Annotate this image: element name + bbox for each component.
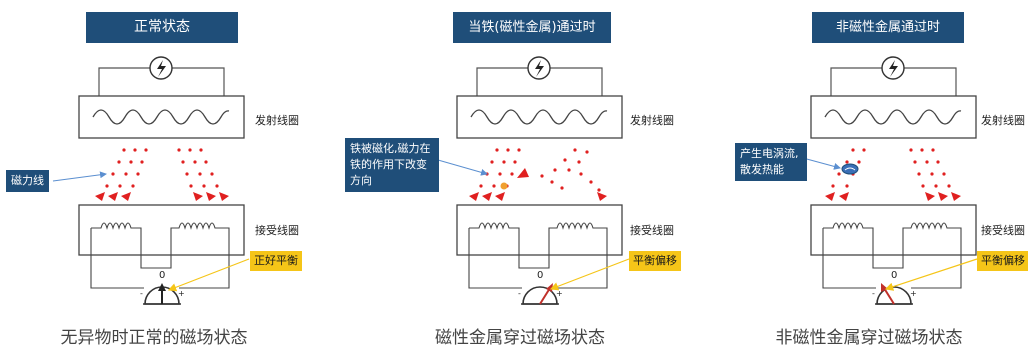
meter-minus-mark: - [518, 289, 521, 298]
meter-status-badge: 平衡偏移 [977, 251, 1028, 271]
meter-zero-mark: 0 [537, 270, 544, 281]
meter-plus-mark: + [556, 289, 563, 298]
receive-coil-label: 接受线圈 [255, 224, 299, 237]
receive-coil-label: 接受线圈 [981, 224, 1025, 237]
caption-nonmagnetic: 非磁性金属穿过磁场状态 [775, 328, 963, 348]
iron-particle [500, 182, 508, 190]
meter-plus-mark: + [910, 289, 917, 298]
meter-status-badge: 正好平衡 [250, 251, 302, 271]
panel-title-normal: 正常状态 [86, 12, 238, 43]
meter-needle [539, 287, 551, 305]
panel-magnetic-metal [430, 56, 630, 305]
magnetic-field-lines [825, 148, 961, 201]
meter-zero-mark: 0 [891, 270, 898, 281]
magnetic-field-lines [469, 148, 607, 201]
meter-zero-mark: 0 [159, 270, 166, 281]
panel-title-magnetic: 当铁(磁性金属)通过时 [453, 12, 611, 43]
panel-title-nonmagnetic: 非磁性金属通过时 [812, 12, 964, 43]
field-line-callout: 磁力线 [6, 170, 49, 192]
transmit-coil-label: 发射线圈 [630, 114, 674, 127]
panel-normal [52, 56, 250, 305]
meter-minus-mark: - [872, 289, 875, 298]
caption-normal: 无异物时正常的磁场状态 [60, 328, 248, 348]
eddy-current-callout: 产生电涡流,散发热能 [735, 143, 807, 181]
iron-magnetized-callout: 铁被磁化,磁力在铁的作用下改变方向 [345, 138, 439, 192]
meter-status-badge: 平衡偏移 [629, 251, 681, 271]
transmit-coil-label: 发射线圈 [255, 114, 299, 127]
panel-nonmagnetic-metal [802, 56, 978, 305]
meter-minus-mark: - [140, 289, 143, 298]
magnetic-field-lines [95, 148, 229, 201]
receive-coil-label: 接受线圈 [630, 224, 674, 237]
eddy-current-metal [841, 163, 859, 175]
meter-plus-mark: + [178, 289, 185, 298]
caption-magnetic: 磁性金属穿过磁场状态 [435, 328, 605, 348]
transmit-coil-label: 发射线圈 [981, 114, 1025, 127]
